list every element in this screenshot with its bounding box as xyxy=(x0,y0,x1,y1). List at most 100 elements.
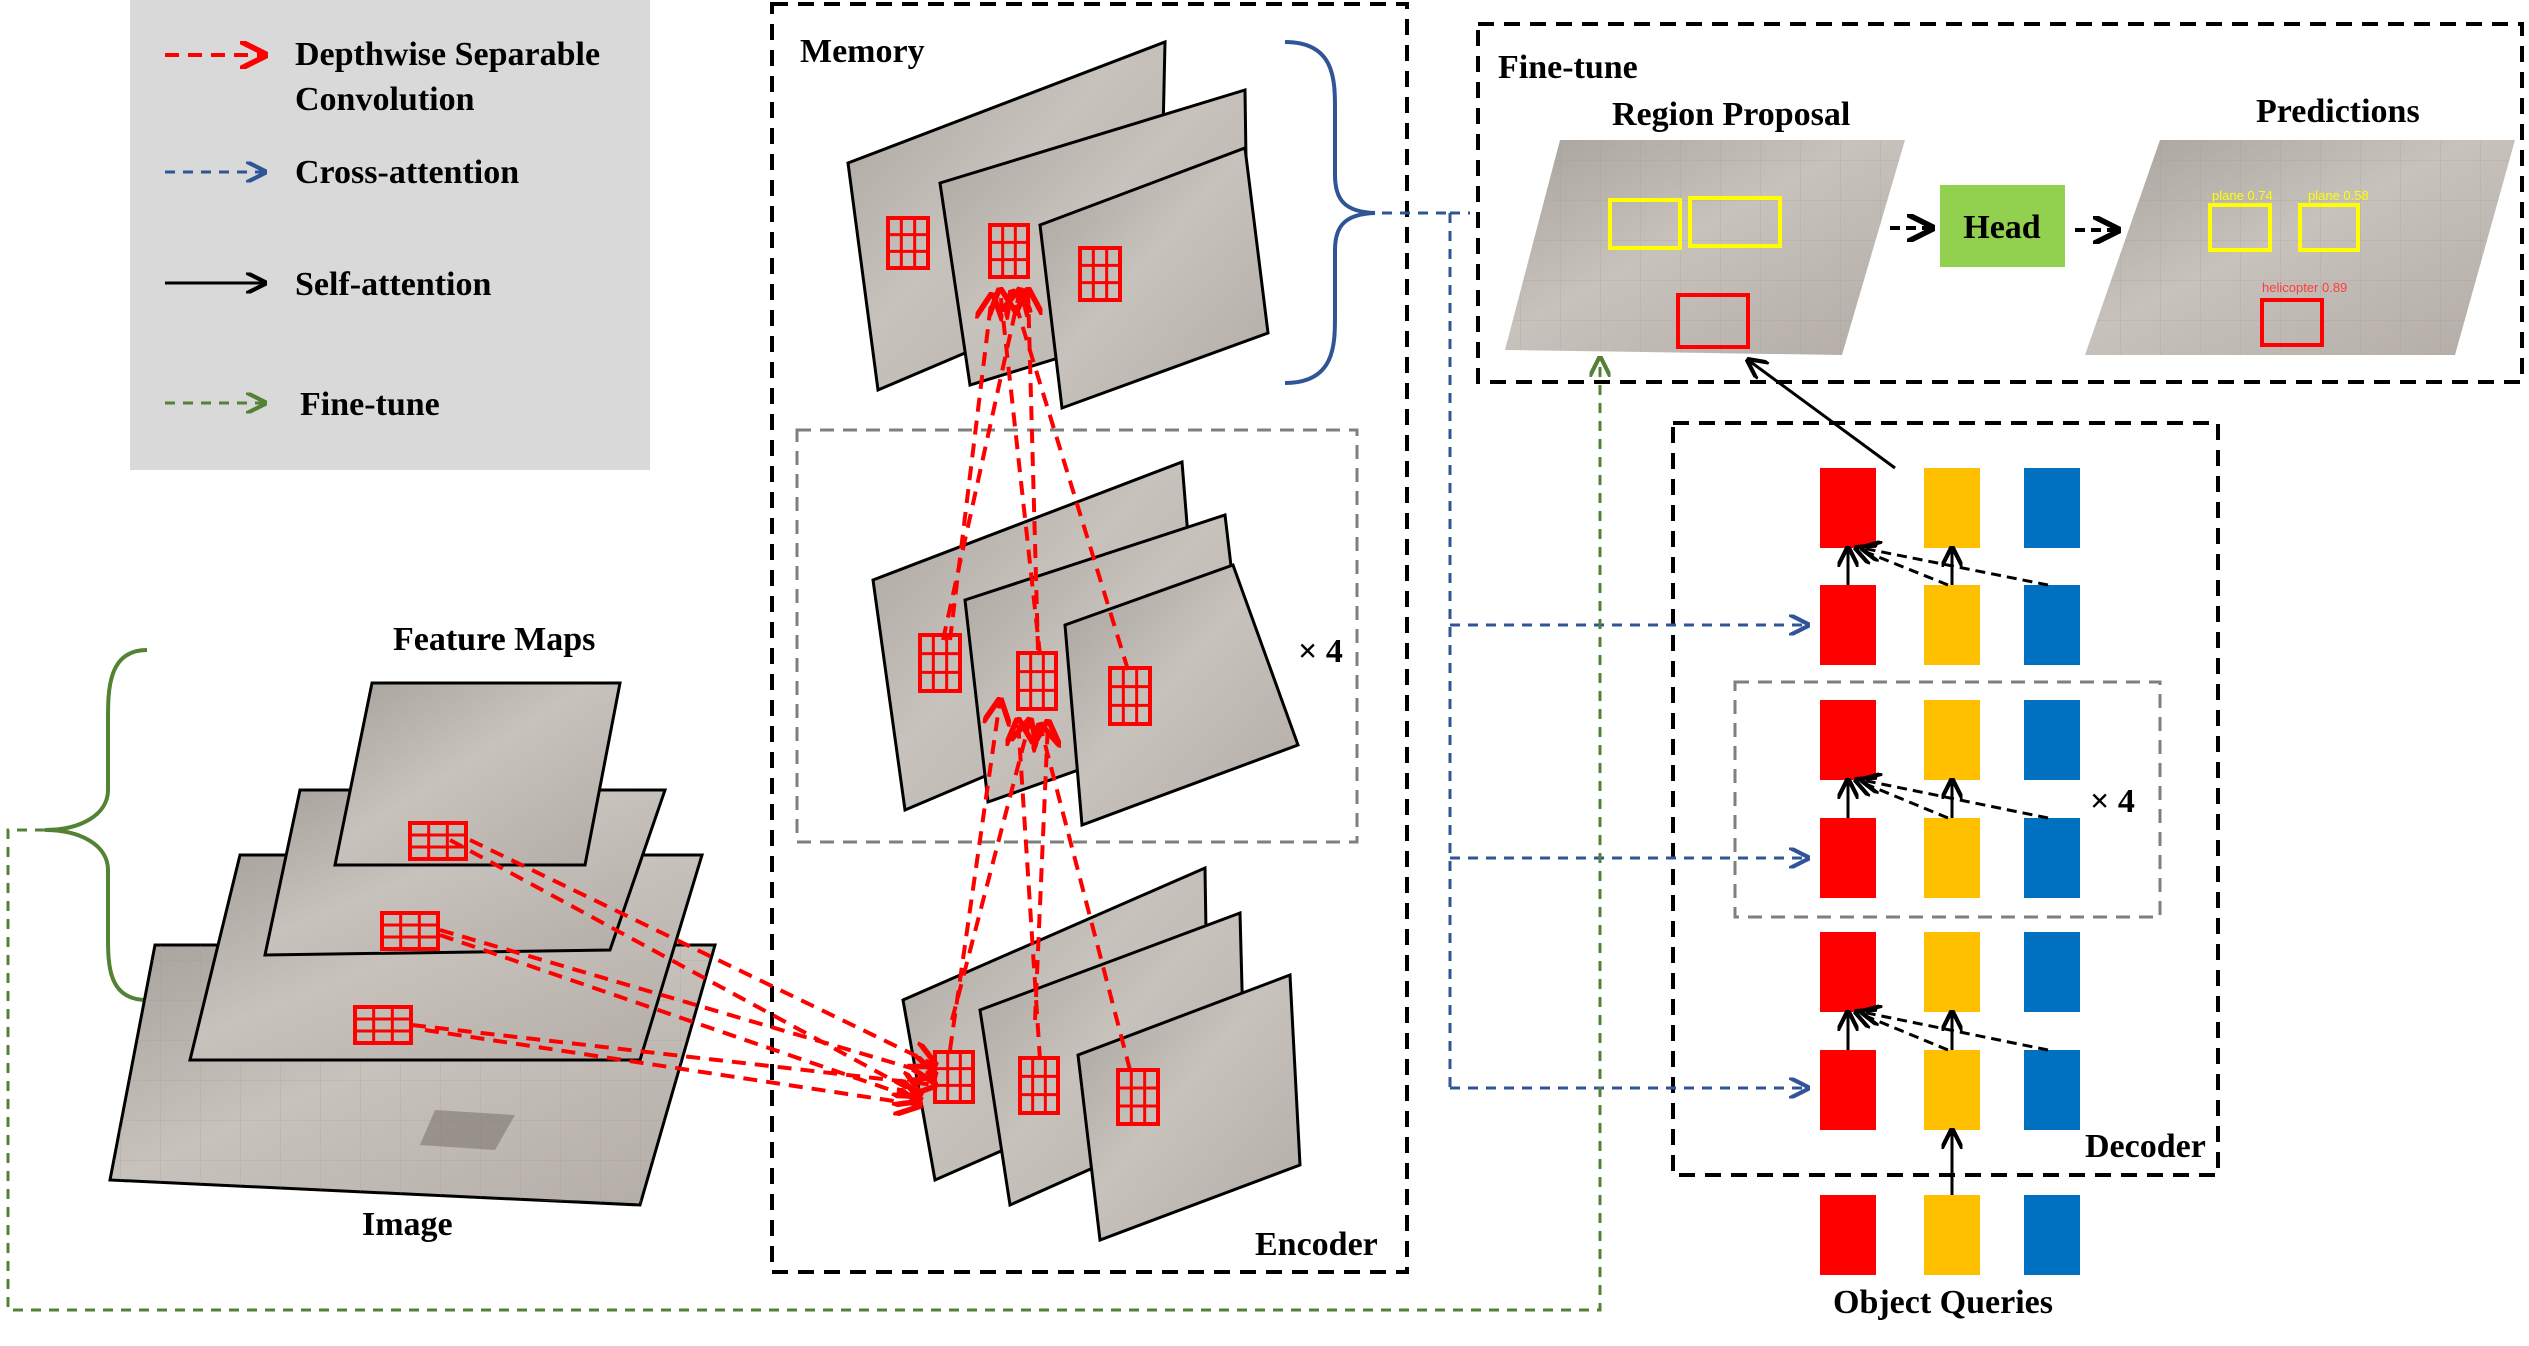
encoder: Memory Encoder × 4 xyxy=(770,2,1409,1274)
prediction-box-plane-2 xyxy=(2298,203,2360,252)
legend: Depthwise Separable Convolution Cross-at… xyxy=(130,0,650,470)
query-red-block xyxy=(1820,818,1876,898)
query-blue-block xyxy=(2024,818,2080,898)
kernel-grid xyxy=(408,821,468,861)
query-blue-block xyxy=(2024,700,2080,780)
decoder-times-four: × 4 xyxy=(2090,783,2135,820)
legend-cross-label: Cross-attention xyxy=(295,154,519,191)
depthwise-conv-arrow xyxy=(439,928,935,1075)
prediction-box-helicopter xyxy=(2260,298,2324,347)
head-block xyxy=(1940,185,2065,267)
depthwise-conv-arrow xyxy=(941,290,1020,641)
feature-maps-label: Feature Maps xyxy=(393,621,595,658)
decoder-box xyxy=(1671,421,2220,1177)
prediction-tag-2: plane 0.58 xyxy=(2308,188,2369,203)
query-blue-block xyxy=(2024,1195,2080,1275)
encoder-label: Encoder xyxy=(1255,1226,1378,1263)
encoder-low-map-3 xyxy=(1076,972,1302,1243)
depthwise-conv-arrow xyxy=(1040,725,1132,1071)
decoder-arrows xyxy=(1848,548,2049,1195)
decoder: × 4 Decoder Object Queries xyxy=(1671,421,2220,1321)
self-attention-arrow xyxy=(1862,1012,2049,1052)
proposal-box-plane-2 xyxy=(1688,196,1782,248)
query-yellow-block xyxy=(1924,932,1980,1012)
query-yellow-block xyxy=(1924,468,1980,548)
feature-map-1 xyxy=(333,681,622,867)
head-label: Head xyxy=(1963,209,2041,246)
legend-finetune-label: Fine-tune xyxy=(300,386,440,423)
memory-brace xyxy=(1284,40,1376,385)
query-blocks xyxy=(1820,468,2080,1275)
decoder-repeat-box xyxy=(1733,680,2162,919)
query-yellow-block xyxy=(1924,818,1980,898)
kernel-grid xyxy=(1108,666,1152,726)
query-blue-block xyxy=(2024,1050,2080,1130)
kernel-grid xyxy=(1078,246,1122,302)
query-red-block xyxy=(1820,1050,1876,1130)
image-label: Image xyxy=(362,1206,453,1243)
kernel-grid xyxy=(1116,1068,1160,1126)
kernel-grid xyxy=(988,223,1030,279)
depthwise-conv-arrow xyxy=(469,838,935,1065)
self-attention-arrow xyxy=(1856,780,1949,820)
query-red-block xyxy=(1820,932,1876,1012)
encoder-repeat-box xyxy=(795,428,1359,844)
memory-map-3 xyxy=(1038,145,1270,411)
depthwise-conv-arrow xyxy=(439,933,920,1100)
query-red-block xyxy=(1820,585,1876,665)
legend-self-label: Self-attention xyxy=(295,266,492,303)
object-queries-label: Object Queries xyxy=(1833,1284,2053,1321)
depthwise-conv-arrow xyxy=(1035,722,1048,1021)
depthwise-conv-arrow xyxy=(1028,290,1038,651)
decoder-label: Decoder xyxy=(2085,1128,2206,1165)
decoder-to-proposal-arrow xyxy=(1748,360,1896,470)
prediction-tag-1: plane 0.74 xyxy=(2212,188,2273,203)
kernel-grid xyxy=(886,216,930,270)
depthwise-conv-arrow xyxy=(1018,720,1042,1061)
query-red-block xyxy=(1820,1195,1876,1275)
encoder-times-four: × 4 xyxy=(1298,633,1343,670)
predictions-label: Predictions xyxy=(2256,93,2420,130)
kernel-grid xyxy=(353,1005,413,1045)
kernel-grids xyxy=(353,216,1160,1126)
depthwise-conv-arrows xyxy=(411,290,1132,1105)
prediction-box-plane-1 xyxy=(2208,203,2272,252)
depthwise-conv-arrow xyxy=(950,720,1030,1021)
encoder-box xyxy=(770,2,1409,1274)
feature-pyramid: Feature Maps Image xyxy=(44,621,717,1243)
query-blue-block xyxy=(2024,468,2080,548)
depthwise-conv-arrow xyxy=(411,1023,935,1085)
query-blue-block xyxy=(2024,932,2080,1012)
kernel-grid xyxy=(380,911,440,951)
encoder-mid-map-3 xyxy=(1063,563,1300,828)
query-yellow-block xyxy=(1924,700,1980,780)
legend-conv-label: Depthwise Separable xyxy=(295,36,600,73)
query-yellow-block xyxy=(1924,1195,1980,1275)
self-attention-arrow xyxy=(1856,1012,1949,1052)
depthwise-conv-arrow xyxy=(1000,290,1042,656)
self-attention-arrow xyxy=(1862,548,2049,587)
legend-background xyxy=(130,0,650,470)
query-yellow-block xyxy=(1924,1050,1980,1130)
self-attention-arrow xyxy=(1862,780,2049,820)
memory-label: Memory xyxy=(800,33,925,70)
depthwise-conv-arrow xyxy=(449,838,920,1095)
proposal-box-helicopter xyxy=(1676,293,1750,349)
proposal-box-plane-1 xyxy=(1608,198,1682,250)
depthwise-conv-arrow xyxy=(424,1028,920,1105)
region-proposal-label: Region Proposal xyxy=(1612,96,1850,133)
helicopter-shadow xyxy=(420,1110,515,1150)
finetune-panel: Fine-tune Region Proposal Predictions He… xyxy=(1476,22,2524,384)
kernel-grid xyxy=(918,633,962,693)
feature-brace xyxy=(44,648,148,1002)
finetune-title: Fine-tune xyxy=(1498,49,1638,86)
connections xyxy=(6,211,1896,1312)
query-yellow-block xyxy=(1924,585,1980,665)
query-red-block xyxy=(1820,700,1876,780)
query-red-block xyxy=(1820,468,1876,548)
depthwise-conv-arrow xyxy=(1012,292,1130,671)
finetune-path xyxy=(6,358,1600,1312)
finetune-box xyxy=(1476,22,2524,384)
prediction-tag-3: helicopter 0.89 xyxy=(2262,280,2347,295)
